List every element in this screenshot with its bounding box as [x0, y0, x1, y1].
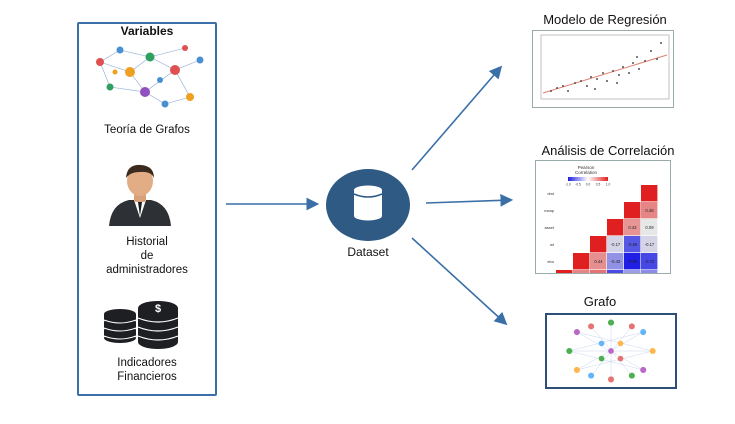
corr-cell [624, 253, 641, 270]
corr-cell [641, 253, 658, 270]
corr-legend-tick: 0.5 [596, 183, 601, 187]
graph-network-icon [545, 313, 677, 389]
person-avatar-icon [109, 164, 171, 226]
corr-value: 0.09 [645, 225, 654, 230]
corr-cell [573, 253, 590, 270]
corr-cell [607, 253, 624, 270]
corr-value: 0.42 [628, 225, 637, 230]
corr-cell [624, 202, 641, 219]
arrow-to-graph [411, 237, 508, 326]
corr-value: -0.17 [645, 242, 655, 247]
label-teoria-grafos: Teoría de Grafos [104, 124, 190, 136]
corr-row-label: drst [547, 191, 555, 196]
corr-cell [641, 185, 658, 202]
svg-text:$: $ [155, 303, 161, 315]
corr-cell [624, 219, 641, 236]
corr-row-label: wt [550, 242, 555, 247]
corr-legend-tick: -1.0 [565, 183, 571, 187]
network-people-icon [96, 45, 204, 108]
graph-title: Grafo [583, 294, 617, 309]
label-historial: Historial de administradores [106, 236, 188, 276]
label-indicadores: Indicadores Financieros [117, 357, 177, 383]
corr-cell [590, 236, 607, 253]
database-icon [326, 169, 410, 241]
corr-cell [607, 236, 624, 253]
corr-value: -0.88 [628, 259, 638, 264]
corr-value: -0.43 [611, 259, 621, 264]
corr-cell [590, 253, 607, 270]
corr-cell [641, 219, 658, 236]
variables-title: Variables [120, 24, 174, 38]
corr-cell [573, 270, 590, 273]
scatter-plot-icon [532, 30, 674, 108]
svg-text:Correlation: Correlation [575, 170, 598, 175]
corr-value: -0.72 [645, 259, 655, 264]
correlation-matrix-icon: Pearson Correlation 0.290.480.55-0.71-0.… [535, 160, 671, 274]
dataset-label: Dataset [347, 245, 389, 259]
corr-value: 0.44 [594, 259, 603, 264]
corr-cell [641, 270, 658, 273]
corr-legend-tick: 1.0 [606, 183, 611, 187]
corr-legend-tick: 0.0 [586, 183, 591, 187]
corr-cell [590, 270, 607, 273]
correlation-title: Análisis de Correlación [541, 143, 675, 158]
arrow-to-correlation [425, 193, 514, 207]
corr-value: -0.66 [628, 242, 638, 247]
corr-cell [607, 219, 624, 236]
corr-cell [607, 270, 624, 273]
corr-value: -0.17 [611, 242, 621, 247]
corr-cell [624, 270, 641, 273]
corr-cell [556, 270, 573, 273]
corr-cell [641, 202, 658, 219]
corr-row-label: asset [544, 225, 554, 230]
coin-stacks-icon: $ [103, 301, 179, 349]
corr-value: 0.48 [645, 208, 654, 213]
corr-row-label: mcap [544, 208, 555, 213]
corr-row-label: ebo [547, 259, 554, 264]
corr-cell [641, 236, 658, 253]
svg-text:Pearson: Pearson [578, 165, 595, 170]
corr-legend-tick: -0.5 [575, 183, 581, 187]
regression-title: Modelo de Regresión [543, 12, 667, 27]
arrow-to-regression [411, 65, 503, 171]
corr-cell [624, 236, 641, 253]
